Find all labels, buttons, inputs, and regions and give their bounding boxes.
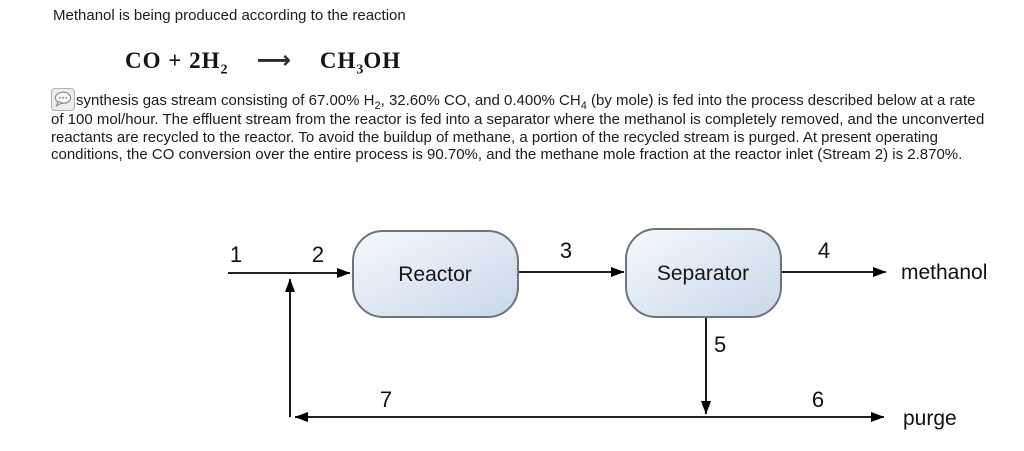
paragraph-run: , 32.60% CO, and 0.400% CH bbox=[380, 92, 581, 109]
comment-bubble-icon[interactable] bbox=[51, 88, 75, 111]
equation-rhs-subscript: 3 bbox=[356, 62, 364, 78]
separator-label: Separator bbox=[657, 262, 749, 285]
equation-rhs-text-end: OH bbox=[363, 48, 402, 73]
stream-6-label: 6 bbox=[812, 387, 824, 412]
reaction-arrow-icon: ⟶ bbox=[256, 46, 291, 74]
paragraph-run: synthesis gas stream consisting of 67.00… bbox=[76, 92, 375, 109]
equation-rhs-text: CH bbox=[319, 48, 357, 73]
stream-1-label: 1 bbox=[230, 242, 242, 267]
separator-box bbox=[625, 228, 782, 318]
paragraph-run: (by mole) is fed into the process descri… bbox=[51, 92, 985, 164]
paragraph-subscript-h2: 2 bbox=[374, 100, 381, 112]
purge-outlet-label: purge bbox=[903, 407, 957, 430]
paragraph-subscript-ch4: 4 bbox=[580, 100, 587, 112]
methanol-outlet-label: methanol bbox=[901, 261, 987, 284]
reaction-equation: CO + 2H2 ⟶ CH3OH bbox=[125, 46, 402, 77]
equation-lhs-subscript: 2 bbox=[220, 62, 228, 78]
reactor-box bbox=[352, 230, 519, 318]
equation-lhs-text: CO + 2H bbox=[125, 48, 221, 73]
stream-4-label: 4 bbox=[818, 238, 830, 263]
stream-2-label: 2 bbox=[312, 242, 324, 267]
stream-3-label: 3 bbox=[560, 238, 572, 263]
equation-lhs: CO + 2H2 bbox=[125, 48, 228, 77]
reactor-label: Reactor bbox=[398, 263, 472, 286]
problem-statement: synthesis gas stream consisting of 67.00… bbox=[51, 88, 991, 164]
stream-5-label: 5 bbox=[714, 332, 726, 357]
stream-7-label: 7 bbox=[380, 387, 392, 412]
problem-intro-text: Methanol is being produced according to … bbox=[53, 7, 406, 24]
equation-rhs: CH3OH bbox=[319, 48, 402, 77]
